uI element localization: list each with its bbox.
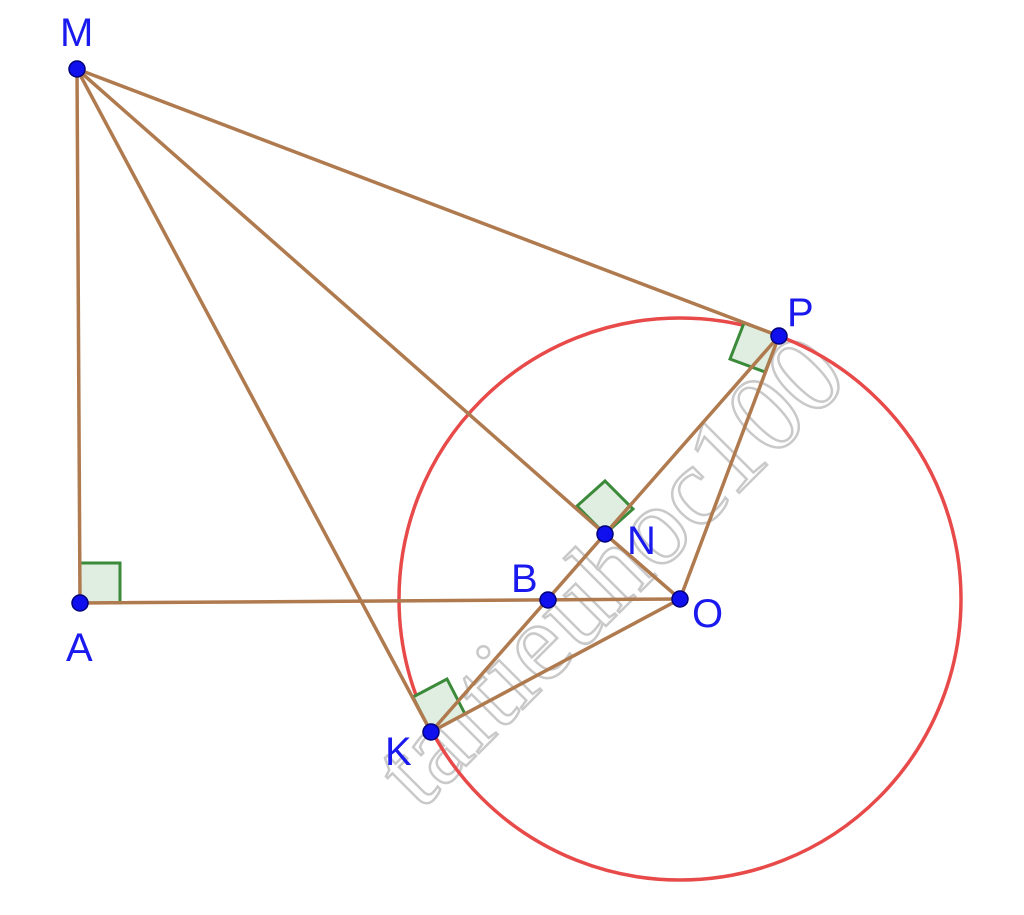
label-n: N	[627, 519, 656, 563]
segment-mn	[75, 67, 607, 536]
label-k: K	[385, 730, 412, 774]
point-m	[68, 60, 86, 78]
watermark: taitieuhoc100	[350, 311, 869, 830]
points	[68, 60, 788, 741]
point-n	[596, 525, 614, 543]
point-k	[422, 723, 440, 741]
point-p	[770, 327, 788, 345]
segment-ko	[429, 597, 682, 734]
labels: M A B N O P K	[60, 11, 814, 774]
label-p: P	[787, 291, 814, 335]
label-m: M	[60, 11, 93, 55]
segments	[75, 67, 781, 734]
segment-ma	[75, 67, 82, 605]
label-o: O	[692, 592, 723, 636]
segment-mk	[75, 67, 433, 734]
segment-po	[678, 334, 781, 601]
label-b: B	[511, 557, 538, 601]
segment-mp	[75, 67, 781, 338]
point-a	[71, 594, 89, 612]
label-a: A	[66, 626, 93, 670]
segment-ao	[78, 597, 682, 605]
circle-o	[397, 316, 963, 882]
point-o	[671, 590, 689, 608]
point-b	[539, 591, 557, 609]
segment-no	[603, 532, 682, 601]
